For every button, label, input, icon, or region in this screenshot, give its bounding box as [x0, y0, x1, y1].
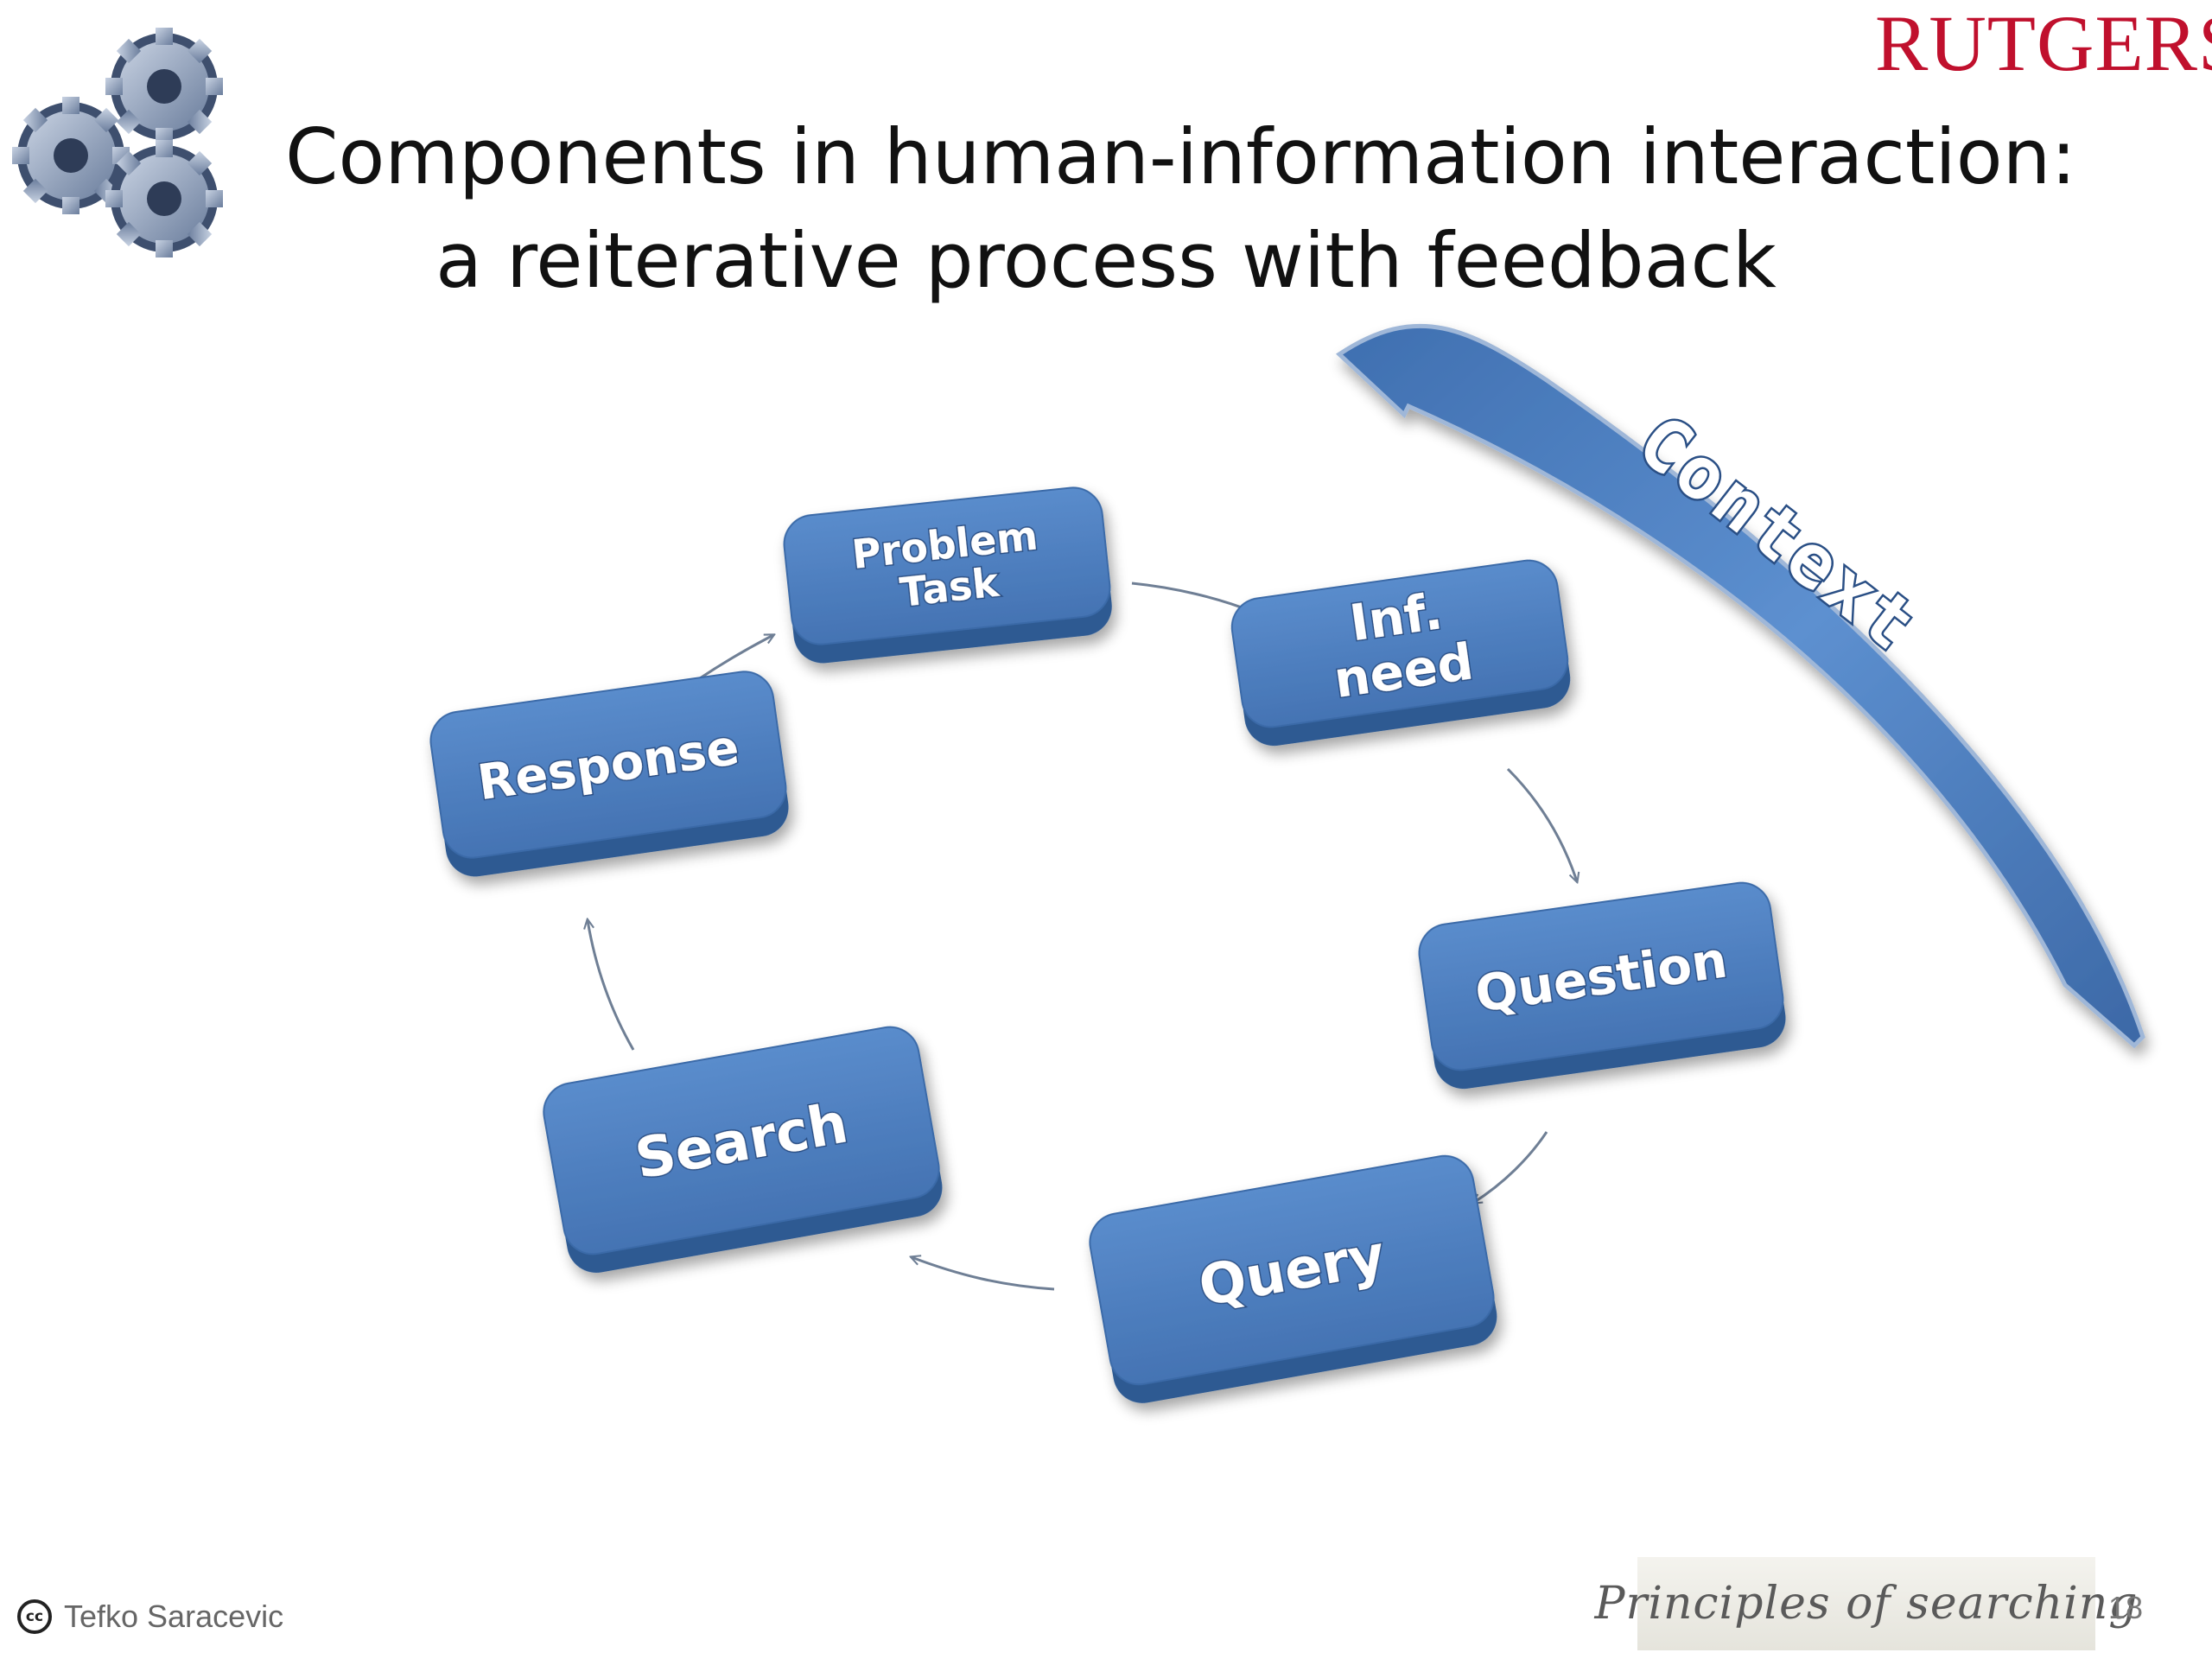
gear-top: [105, 28, 223, 145]
box-face: [1089, 1154, 1495, 1386]
arrow-query-to-search: [912, 1257, 1055, 1291]
context-arc: [1335, 323, 2145, 1049]
arrow-problem-to-need: [1131, 582, 1253, 612]
slide-title-line-1: Components in human-information interact…: [285, 112, 2077, 201]
box-inf-need: Inf.need: [1230, 559, 1571, 747]
creative-commons-icon: cc: [17, 1599, 52, 1634]
box-search: Search: [543, 1026, 943, 1273]
rutgers-logo: RUTGERS: [1875, 0, 2212, 87]
arrow-response-to-problem: [699, 635, 773, 680]
footer-author: cc Tefko Saracevic: [17, 1597, 283, 1637]
author-name: Tefko Saracevic: [64, 1599, 284, 1634]
box-face: [783, 486, 1111, 645]
page-number: 18: [2108, 1590, 2144, 1625]
box-face: [543, 1026, 940, 1255]
gear-bottom: [105, 140, 223, 257]
arrow-search-to-response: [588, 920, 635, 1051]
box-face: [429, 671, 787, 859]
slide-title-line-2: a reiterative process with feedback: [435, 216, 1777, 305]
gear-left: [12, 97, 130, 214]
box-label: Task: [898, 559, 1002, 616]
gears-icon: [12, 28, 223, 257]
box-face: [1230, 559, 1569, 728]
course-banner: Principles of searching: [1594, 1557, 2138, 1650]
box-label: Inf.: [1346, 582, 1446, 652]
box-face: [1418, 881, 1784, 1071]
box-question: Question: [1418, 881, 1786, 1090]
box-response: Response: [429, 671, 789, 877]
arrow-question-to-query: [1473, 1131, 1548, 1203]
box-query: Query: [1089, 1154, 1497, 1403]
arrow-need-to-question: [1506, 767, 1577, 881]
